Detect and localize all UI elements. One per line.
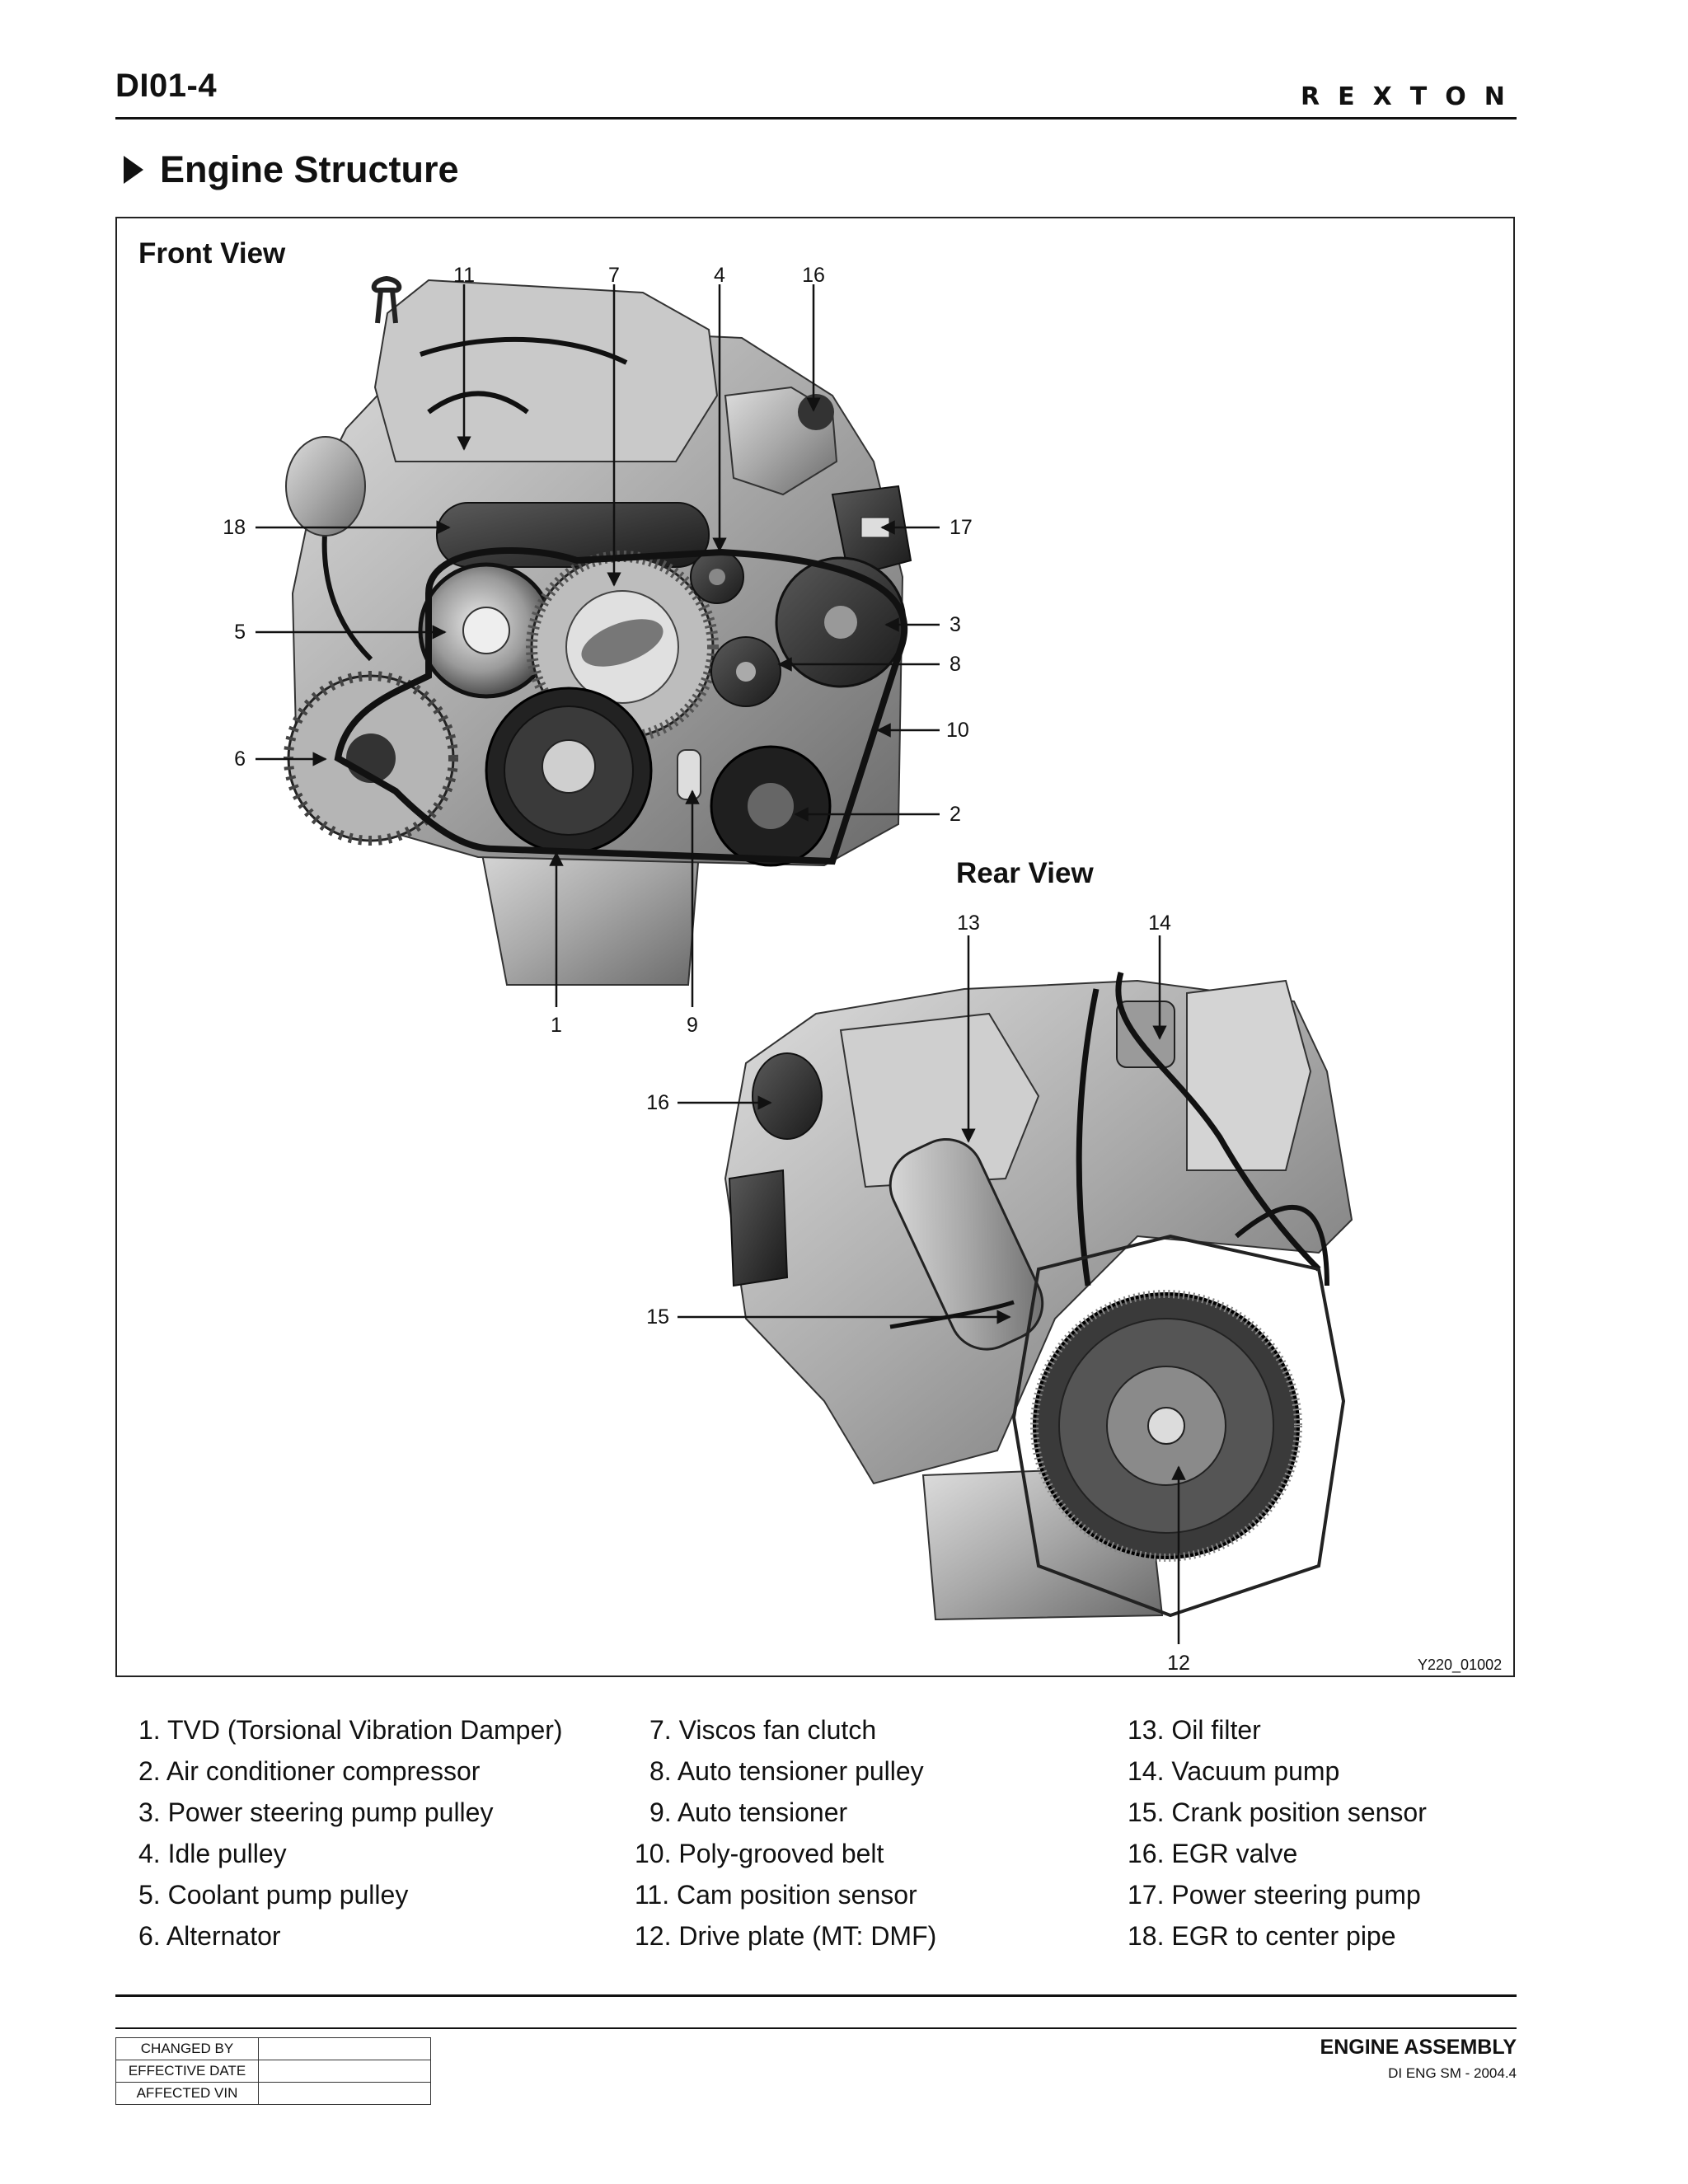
legend-item: 3. Power steering pump pulley [138,1797,494,1827]
callout-18: 18 [223,516,246,539]
parts-legend-column-2: 7. Viscos fan clutch 8. Auto tensioner p… [635,1709,936,1957]
section-title-text: Engine Structure [160,148,459,190]
legend-item: 5. Coolant pump pulley [138,1880,409,1910]
legend-item: 6. Alternator [138,1921,281,1951]
figure-code: Y220_01002 [1418,1657,1503,1673]
callout-4: 4 [714,264,725,287]
rear-view-label: Rear View [956,857,1094,889]
callout-17: 17 [950,516,973,539]
table-row: EFFECTIVE DATE [115,2060,431,2083]
legend-item: 16. EGR valve [1128,1839,1298,1868]
page-code: DI01-4 [115,68,218,104]
dipstick-handle [371,275,402,324]
callout-7: 7 [608,264,620,287]
legend-item: 10. Poly-grooved belt [635,1839,884,1868]
revision-label: EFFECTIVE DATE [115,2060,259,2083]
callout-8: 8 [950,653,961,676]
parts-legend-column-3: 13. Oil filter 14. Vacuum pump 15. Crank… [1128,1709,1427,1957]
callout-3: 3 [950,613,961,636]
footer-divider-bottom [115,2027,1517,2029]
callout-1: 1 [551,1014,562,1037]
legend-item: 2. Air conditioner compressor [138,1756,481,1786]
callout-6: 6 [234,748,246,771]
front-view-label: Front View [138,237,286,269]
turbocharger [285,436,366,537]
legend-item: 17. Power steering pump [1128,1880,1421,1910]
callout-11: 11 [453,264,475,287]
legend-item: 12. Drive plate (MT: DMF) [635,1921,937,1951]
legend-item: 13. Oil filter [1128,1715,1261,1745]
legend-item: 14. Vacuum pump [1128,1756,1340,1786]
legend-item: 9. Auto tensioner [649,1797,848,1827]
legend-item: 7. Viscos fan clutch [649,1715,877,1745]
revision-table: CHANGED BY EFFECTIVE DATE AFFECTED VIN [115,2037,431,2105]
auto-tensioner [677,749,701,800]
section-title: Engine Structure [124,148,459,191]
callout-14: 14 [1148,912,1171,935]
callout-9: 9 [687,1014,698,1037]
callout-12: 12 [1167,1652,1190,1675]
cylinder-head [373,279,719,462]
footer-divider-top [115,1994,1517,1997]
footer-doc-id: DI ENG SM - 2004.4 [1388,2065,1517,2081]
brand-logo: REXTON [1301,82,1523,111]
legend-item: 4. Idle pulley [138,1839,287,1868]
table-row: AFFECTED VIN [115,2082,431,2105]
callout-lines [256,284,1186,1644]
callout-16-rear: 16 [646,1091,669,1114]
revision-label: AFFECTED VIN [115,2082,259,2105]
legend-item: 11. Cam position sensor [635,1880,917,1910]
legend-item: 15. Crank position sensor [1128,1797,1427,1827]
callout-5: 5 [234,621,246,644]
poly-grooved-belt [334,547,908,865]
revision-value [258,2060,431,2083]
vacuum-pump [1116,1001,1175,1068]
legend-item: 18. EGR to center pipe [1128,1921,1396,1951]
front-view-engine [284,275,912,986]
callout-13: 13 [957,912,980,935]
callout-10: 10 [946,719,969,742]
table-row: CHANGED BY [115,2037,431,2060]
footer-section-name: ENGINE ASSEMBLY [1320,2036,1517,2059]
engine-illustration: 11 7 4 16 18 17 5 3 8 10 6 2 1 9 13 14 1… [223,264,1353,1675]
revision-label: CHANGED BY [115,2037,259,2060]
revision-value [258,2037,431,2060]
callout-15: 15 [646,1305,669,1329]
revision-value [258,2082,431,2105]
legend-item: 1. TVD (Torsional Vibration Damper) [138,1715,563,1745]
triangle-bullet-icon [124,156,143,184]
legend-item: 8. Auto tensioner pulley [649,1756,924,1786]
callout-2: 2 [950,803,961,826]
rear-view-engine [724,972,1353,1621]
oil-filter [889,1137,1044,1351]
figure-frame [115,217,1515,1677]
callout-16-front: 16 [802,264,825,287]
parts-legend-column-1: 1. TVD (Torsional Vibration Damper) 2. A… [138,1709,563,1957]
header-divider [115,117,1517,120]
